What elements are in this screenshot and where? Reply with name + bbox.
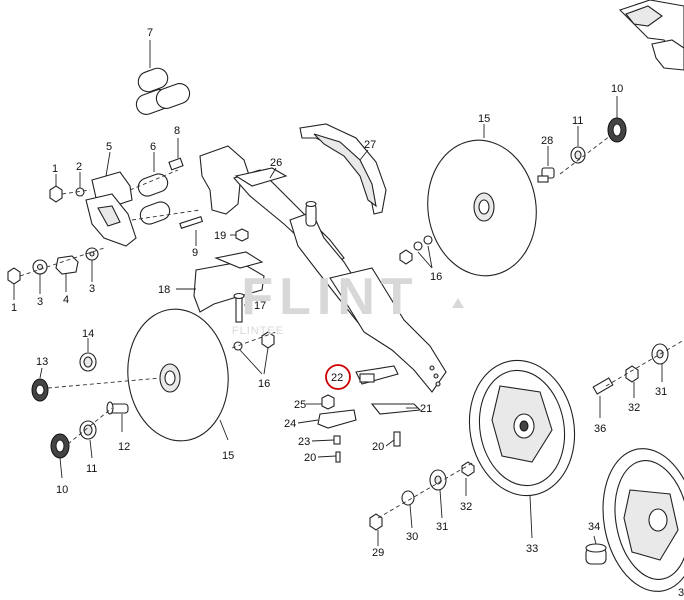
watermark-triangle-icon xyxy=(452,298,464,308)
callout-20-left: 20 xyxy=(304,452,316,464)
callout-16-lower: 16 xyxy=(258,378,270,390)
callout-36: 36 xyxy=(594,423,606,435)
nuts-16-upper xyxy=(399,235,433,269)
callout-11-lower: 11 xyxy=(86,463,97,475)
main-frame-26 xyxy=(199,145,447,393)
sleeve-pieces-7 xyxy=(135,40,191,115)
callout-2: 2 xyxy=(76,161,82,173)
callout-28: 28 xyxy=(541,135,553,147)
callout-6: 6 xyxy=(150,141,156,153)
callout-15-lower: 15 xyxy=(222,450,234,462)
hardware-1-2-upper xyxy=(49,172,91,203)
hardware-10-11-12-lower xyxy=(50,401,129,479)
clamp-bracket-5 xyxy=(85,151,137,247)
curved-scraper-27 xyxy=(299,123,387,215)
callout-7: 7 xyxy=(147,27,153,39)
callout-32-right: 32 xyxy=(628,402,640,414)
callout-22: 22 xyxy=(331,372,343,384)
callout-14: 14 xyxy=(82,328,94,340)
callout-26: 26 xyxy=(270,157,282,169)
callout-4: 4 xyxy=(63,294,69,306)
callout-32-lower: 32 xyxy=(460,501,472,513)
callout-1-upper: 1 xyxy=(52,163,58,175)
watermark-sub: FLINTEE xyxy=(232,325,284,337)
callout-13: 13 xyxy=(36,356,48,368)
callout-30: 30 xyxy=(406,531,418,543)
hardware-row-lower xyxy=(7,247,105,300)
highlight-circle xyxy=(325,364,351,390)
callout-10-lower: 10 xyxy=(56,484,68,496)
top-right-partial-assembly xyxy=(618,0,684,71)
disc-blade-15-lower xyxy=(127,308,229,442)
wheel-33 xyxy=(468,359,576,539)
callout-21: 21 xyxy=(420,403,432,415)
callout-5: 5 xyxy=(106,141,112,153)
bracket-22 xyxy=(325,364,399,390)
callout-31-right: 31 xyxy=(655,386,667,398)
callout-25: 25 xyxy=(294,399,306,411)
bolt-9 xyxy=(179,216,204,246)
wheel-35 xyxy=(602,448,684,592)
bolt-17 xyxy=(233,292,250,323)
watermark-brand: FLINT xyxy=(241,268,418,326)
hardware-28-11-10-upper xyxy=(537,96,627,183)
watermark: FLINT FLINTEE xyxy=(232,268,464,337)
small-parts-23-24-25 xyxy=(297,394,357,463)
callout-9: 9 xyxy=(192,247,198,259)
callout-18: 18 xyxy=(158,284,170,296)
callout-19: 19 xyxy=(214,230,226,242)
bolt-19 xyxy=(230,228,249,242)
wheel-hardware xyxy=(369,339,684,565)
callout-16-upper: 16 xyxy=(430,271,442,283)
callout-8: 8 xyxy=(174,125,180,137)
disc-blade-15-upper xyxy=(427,124,537,277)
ring-14 xyxy=(47,338,161,389)
callout-labels: 7 8 5 6 1 2 26 27 15 28 11 10 9 19 3 4 3… xyxy=(11,27,684,599)
callout-12: 12 xyxy=(118,441,130,453)
sleeves-6 xyxy=(129,152,201,225)
bearing-13 xyxy=(31,367,49,402)
callout-35: 35 xyxy=(678,587,684,599)
callout-3-left: 3 xyxy=(37,296,43,308)
callout-15-upper: 15 xyxy=(478,113,490,125)
callout-20-right: 20 xyxy=(372,441,384,453)
callout-27: 27 xyxy=(364,139,376,151)
callout-10-upper: 10 xyxy=(611,83,623,95)
bar-21 xyxy=(370,403,422,415)
bolt-20-right xyxy=(385,431,401,447)
callout-17: 17 xyxy=(254,300,266,312)
bolt-8 xyxy=(168,138,184,171)
callout-29: 29 xyxy=(372,547,384,559)
callout-23: 23 xyxy=(298,436,310,448)
callout-33: 33 xyxy=(526,543,538,555)
callout-24: 24 xyxy=(284,418,296,430)
callout-31-lower: 31 xyxy=(436,521,448,533)
callout-3-right: 3 xyxy=(89,283,95,295)
nuts-16-lower xyxy=(231,331,277,375)
callout-1-lower: 1 xyxy=(11,302,17,314)
callout-34: 34 xyxy=(588,521,600,533)
callout-11-upper: 11 xyxy=(572,115,583,127)
